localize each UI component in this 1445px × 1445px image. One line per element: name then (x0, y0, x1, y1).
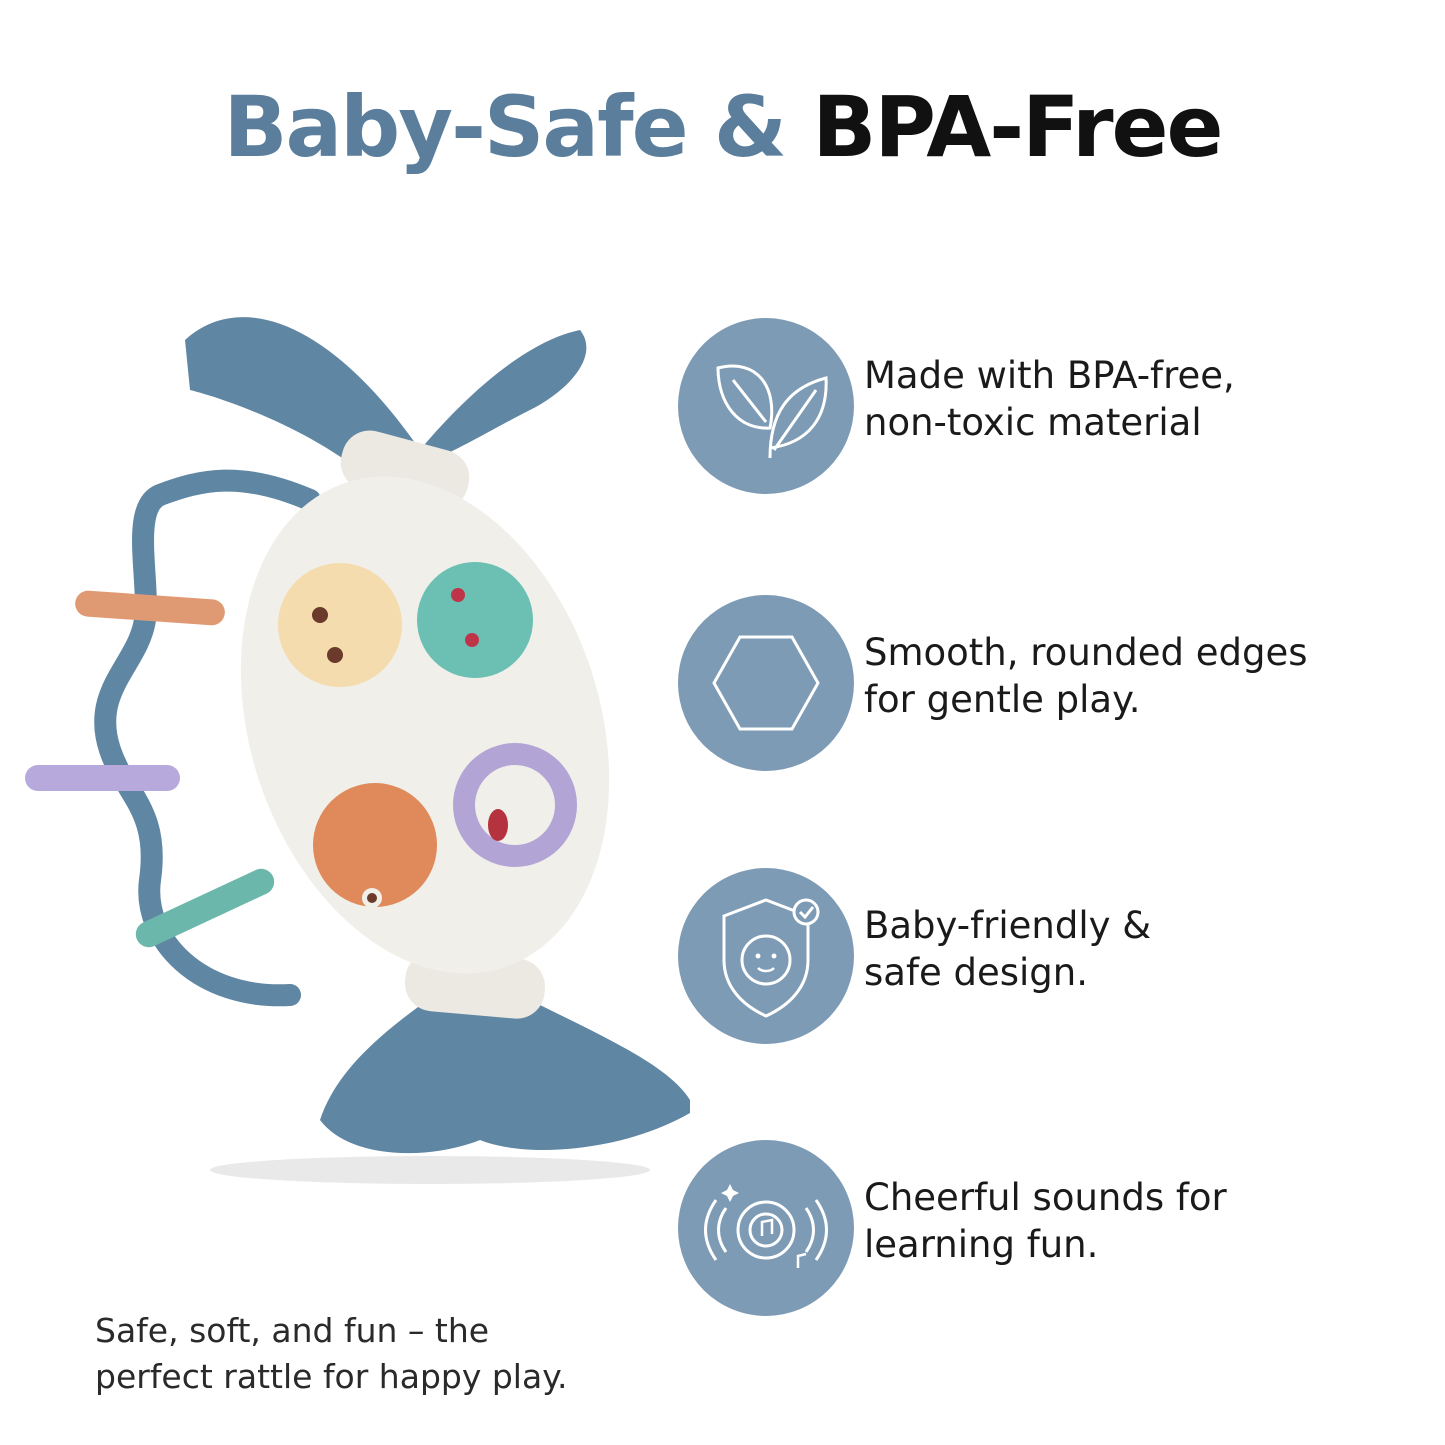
baby-shield-icon (722, 898, 820, 1018)
title-part-blue: Baby-Safe & (223, 78, 787, 176)
tagline-line: Safe, soft, and fun – the (95, 1311, 490, 1350)
feature-icon-circle (678, 868, 854, 1044)
feature-item: Smooth, rounded edges for gentle play. (678, 595, 1418, 771)
feature-text: Made with BPA-free, non-toxic material (864, 352, 1424, 446)
feature-icon-circle (678, 1140, 854, 1316)
leaf-icon (716, 364, 828, 459)
feature-text: Cheerful sounds for learning fun. (864, 1174, 1424, 1268)
page-title: Baby-Safe & BPA-Free (0, 78, 1445, 176)
feature-line: Made with BPA-free, (864, 354, 1235, 397)
feature-line: for gentle play. (864, 678, 1141, 721)
music-sound-icon (704, 1184, 828, 1268)
feature-item: Cheerful sounds for learning fun. (678, 1140, 1418, 1316)
feature-line: Smooth, rounded edges (864, 631, 1308, 674)
tagline: Safe, soft, and fun – the perfect rattle… (95, 1308, 695, 1400)
rattle-toy-image (10, 280, 695, 1200)
feature-line: Cheerful sounds for (864, 1176, 1227, 1219)
feature-item: Baby-friendly & safe design. (678, 868, 1418, 1044)
feature-icon-circle (678, 595, 854, 771)
feature-line: non-toxic material (864, 401, 1202, 444)
feature-item: Made with BPA-free, non-toxic material (678, 318, 1418, 494)
title-part-black: BPA-Free (812, 78, 1223, 176)
feature-text: Baby-friendly & safe design. (864, 902, 1424, 996)
feature-line: learning fun. (864, 1223, 1099, 1266)
hexagon-icon (712, 635, 820, 731)
feature-icon-circle (678, 318, 854, 494)
feature-line: safe design. (864, 951, 1089, 994)
feature-text: Smooth, rounded edges for gentle play. (864, 629, 1424, 723)
tagline-line: perfect rattle for happy play. (95, 1357, 568, 1396)
feature-line: Baby-friendly & (864, 904, 1152, 947)
